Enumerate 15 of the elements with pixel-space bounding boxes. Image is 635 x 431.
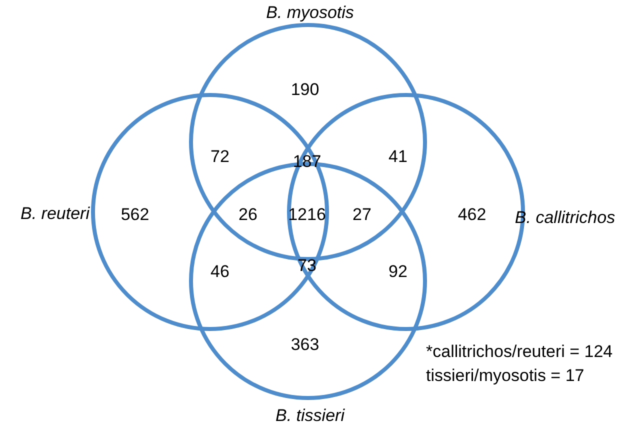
count-label: 363 <box>290 335 320 355</box>
count-label: 26 <box>238 205 258 225</box>
count-label: 92 <box>388 262 408 282</box>
species-label: B. tissieri <box>276 406 344 426</box>
footnote: *callitrichos/reuteri = 124 <box>426 342 613 362</box>
count-label: 41 <box>388 147 408 167</box>
count-label: 72 <box>210 147 230 167</box>
count-label: 562 <box>120 205 150 225</box>
count-label: 190 <box>290 80 320 100</box>
count-label: 462 <box>458 205 486 225</box>
count-label: 27 <box>352 205 372 225</box>
count-label: 46 <box>210 262 230 282</box>
species-label: B. myosotis <box>266 3 354 23</box>
species-label: B. reuteri <box>20 204 90 224</box>
footnote: tissieri/myosotis = 17 <box>426 366 584 386</box>
